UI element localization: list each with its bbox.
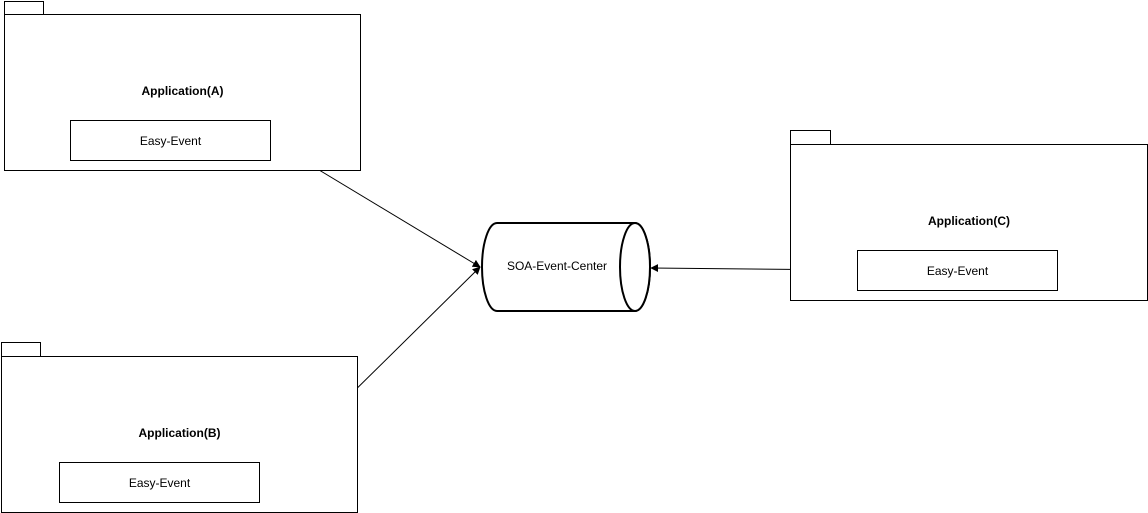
application-c-title: Application(C) [928,214,1010,228]
application-b-easy-event-label: Easy-Event [128,475,191,490]
application-a-easy-event-label: Easy-Event [139,133,202,148]
application-b-tab [1,342,41,357]
application-a-tab [4,1,44,15]
application-a-title: Application(A) [141,84,224,98]
application-a-package[interactable]: Application(A) [4,14,361,171]
application-c-easy-event[interactable]: Easy-Event [857,250,1058,291]
application-c-tab [790,130,831,145]
application-b-title: Application(B) [138,426,221,440]
application-b-easy-event[interactable]: Easy-Event [59,462,260,503]
application-c-package[interactable]: Application(C) [790,144,1148,301]
application-a-easy-event[interactable]: Easy-Event [70,120,271,161]
soa-event-center-label: SOA-Event-Center [506,259,608,273]
application-c-easy-event-label: Easy-Event [926,263,989,278]
soa-event-center-cylinder[interactable] [481,222,651,312]
